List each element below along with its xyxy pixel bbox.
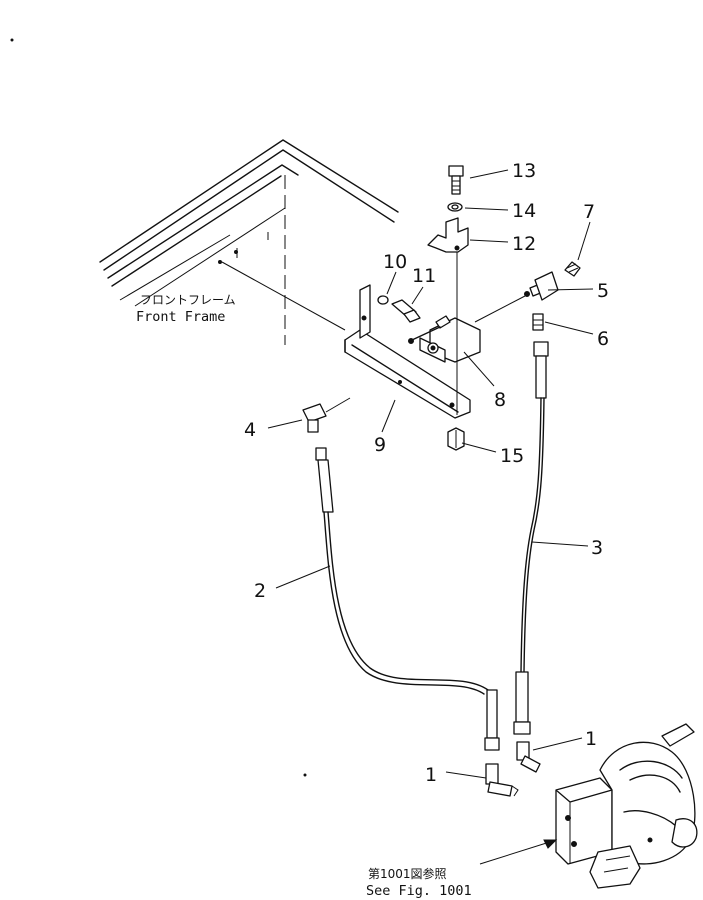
fitting-1b <box>516 741 541 773</box>
callout-2: 2 <box>254 580 266 602</box>
callout-3: 3 <box>591 537 603 559</box>
washer-14 <box>447 202 463 212</box>
callout-15: 15 <box>500 445 524 467</box>
front-frame-label-en: Front Frame <box>136 309 225 325</box>
callout-labels: 13 14 12 7 10 11 5 6 8 9 4 15 3 2 1 1 <box>244 160 609 786</box>
callout-7: 7 <box>583 201 595 223</box>
callout-9: 9 <box>374 434 386 456</box>
callout-4: 4 <box>244 419 256 441</box>
see-fig-label: 第1001図参照 See Fig. 1001 <box>366 866 472 899</box>
callout-1-right: 1 <box>585 728 597 750</box>
washer-10 <box>377 295 389 305</box>
bolt-11 <box>391 299 421 323</box>
clamp-12 <box>427 217 469 415</box>
leader-front-frame <box>221 261 346 331</box>
bolt-13 <box>448 165 464 195</box>
callout-10: 10 <box>383 251 407 273</box>
leader-block-to-elbow <box>474 295 526 323</box>
callout-12: 12 <box>512 233 536 255</box>
hose-3 <box>513 341 549 735</box>
callout-8: 8 <box>494 389 506 411</box>
valve-block-8 <box>408 315 481 363</box>
callout-6: 6 <box>597 328 609 350</box>
speck <box>303 773 307 777</box>
adapter-6 <box>532 313 544 331</box>
see-fig-label-en: See Fig. 1001 <box>366 883 472 899</box>
front-frame <box>99 139 399 345</box>
front-frame-label-jp: フロントフレーム <box>140 293 236 307</box>
elbow-5 <box>524 271 559 301</box>
bracket-9 <box>344 284 471 419</box>
pump-assembly <box>555 723 698 889</box>
see-fig-label-jp: 第1001図参照 <box>368 866 447 881</box>
front-frame-label: フロントフレーム Front Frame <box>136 293 236 325</box>
callout-11: 11 <box>412 265 436 287</box>
speck <box>10 38 14 42</box>
leader-lines <box>267 169 594 865</box>
hose-2 <box>315 447 500 751</box>
callout-13: 13 <box>512 160 536 182</box>
callout-14: 14 <box>512 200 536 222</box>
callout-5: 5 <box>597 280 609 302</box>
fitting-1a <box>485 763 519 797</box>
fitting-7 <box>564 261 581 277</box>
callout-1-left: 1 <box>425 764 437 786</box>
elbow-4 <box>302 397 351 433</box>
nut-15 <box>447 427 465 451</box>
